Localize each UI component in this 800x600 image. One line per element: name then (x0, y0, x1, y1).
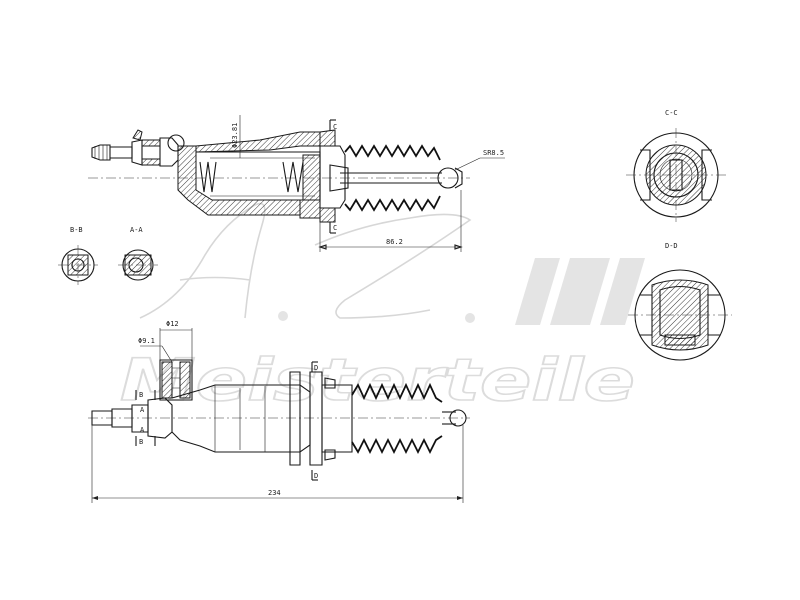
section-view-b-b: B-B (58, 226, 98, 285)
dimension-stroke: 86.2 (318, 190, 463, 252)
dimension-sphere: SR8.5 (454, 149, 505, 171)
section-view-a-a: A-A (118, 226, 158, 281)
cut-line-d: D D (311, 361, 318, 481)
section-view-d-d: D-D (628, 242, 732, 361)
cut-label-d-bottom: D (314, 472, 318, 480)
sphere-radius-label: SR8.5 (483, 149, 504, 157)
watermark-brand: Meisterteile (120, 346, 635, 414)
watermark: Meisterteile (119, 202, 645, 415)
overall-length-label: 234 (268, 489, 281, 497)
push-rod (329, 164, 463, 192)
watermark-logo-az (139, 202, 645, 325)
bottom-rubber-boot (351, 382, 467, 455)
section-label-b-b: B-B (70, 226, 83, 234)
cut-label-c-bottom: C (333, 224, 337, 232)
bore-diameter-label: Φ23.81 (231, 123, 239, 148)
cut-label-a-bottom: A (140, 426, 145, 434)
inlet-fitting (91, 129, 185, 167)
stroke-length-label: 86.2 (386, 238, 403, 246)
cut-label-b-bottom: B (139, 438, 143, 446)
cut-label-b-top: B (139, 391, 143, 399)
section-view-c-c: C-C (626, 109, 726, 222)
bottom-cylinder-body (171, 371, 353, 466)
dimension-overall: 234 (91, 425, 464, 503)
port-outer-diameter-label: Φ12 (166, 320, 179, 328)
cut-line-c: C C (329, 119, 337, 234)
bottom-exterior-view: B B A A D D Φ12 Φ9.1 (88, 320, 470, 503)
section-label-a-a: A-A (130, 226, 143, 234)
cylinder-body (177, 129, 346, 223)
cut-label-a-top: A (140, 406, 145, 414)
section-label-d-d: D-D (665, 242, 678, 250)
section-label-c-c: C-C (665, 109, 678, 117)
cut-label-c-top: C (333, 123, 337, 131)
dimension-bore: Φ23.81 (231, 115, 241, 158)
rubber-boot (344, 144, 441, 212)
top-section-view: C C Φ23.81 SR8.5 86.2 (88, 115, 505, 252)
cut-lines-b-a: B B A A (135, 390, 156, 446)
cut-label-d-top: D (314, 364, 318, 372)
dimension-port: Φ12 Φ9.1 (138, 320, 193, 363)
port-inner-diameter-label: Φ9.1 (138, 337, 155, 345)
